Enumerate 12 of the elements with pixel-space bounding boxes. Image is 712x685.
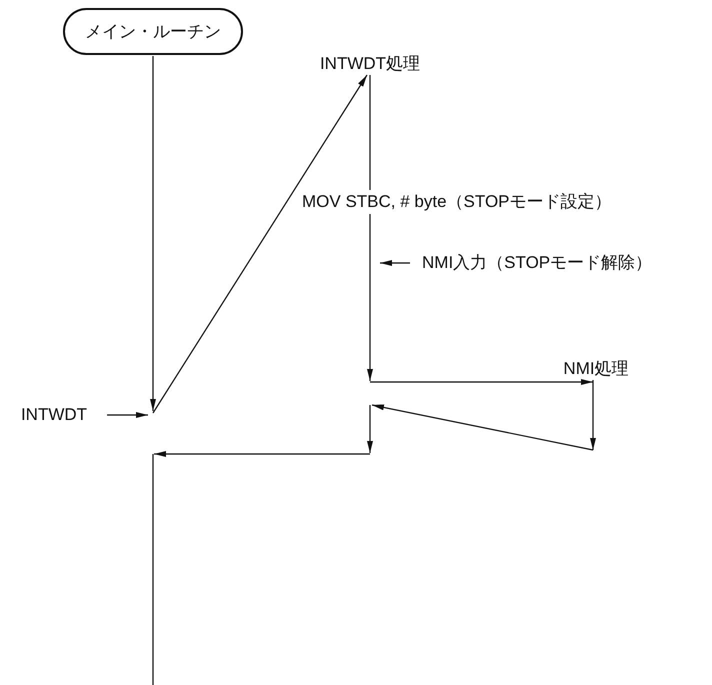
process-label: INTWDT処理 bbox=[320, 54, 420, 74]
arrow bbox=[590, 380, 596, 450]
arrow bbox=[150, 56, 156, 411]
arrow bbox=[367, 75, 373, 381]
arrow bbox=[152, 74, 368, 414]
process-label: NMI処理 bbox=[563, 359, 629, 379]
arrow bbox=[380, 260, 410, 266]
arrow bbox=[107, 412, 148, 418]
interrupt-label: INTWDT bbox=[20, 405, 88, 425]
terminal-box: メイン・ルーチン bbox=[63, 8, 243, 55]
signal-label: NMI入力（STOPモード解除） bbox=[422, 253, 652, 273]
arrow bbox=[370, 379, 593, 385]
